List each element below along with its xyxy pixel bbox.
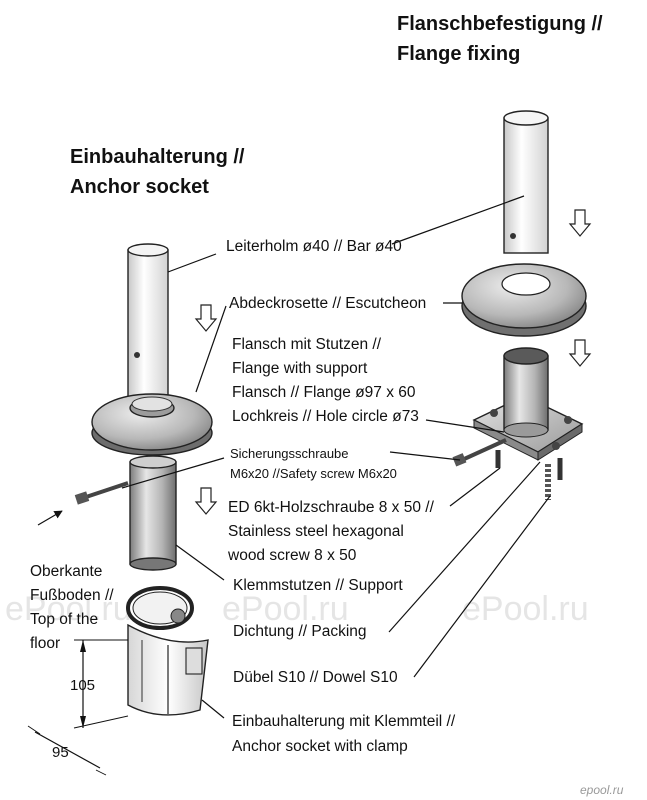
down-arrow-icon bbox=[194, 487, 218, 515]
bar-tube-left bbox=[127, 243, 169, 401]
label-wood-screw-line1: ED 6kt-Holzschraube 8 x 50 // bbox=[228, 499, 435, 516]
dimension-height-value: 105 bbox=[70, 677, 95, 694]
clamp-support-tube bbox=[129, 455, 177, 571]
flange-fixing-assembly bbox=[452, 110, 592, 500]
down-arrow-icon bbox=[568, 209, 592, 237]
watermark-text: ePool.ru bbox=[222, 590, 349, 628]
label-floor-line3: Top of the bbox=[30, 611, 98, 628]
safety-screw-left bbox=[74, 481, 129, 505]
flange-disc-left bbox=[91, 393, 213, 456]
site-logo: epool.ru bbox=[580, 783, 624, 797]
dimension-width: 95 bbox=[27, 725, 107, 776]
label-hole-circle: Lochkreis // Hole circle ø73 bbox=[232, 408, 419, 425]
label-floor-line4: floor bbox=[30, 635, 60, 652]
label-socket-line1: Einbauhalterung mit Klemmteil // bbox=[232, 713, 456, 730]
anchor-socket-body bbox=[126, 586, 209, 716]
anchor-socket-title-line1: Einbauhalterung // bbox=[70, 146, 245, 168]
label-socket-line2: Anchor socket with clamp bbox=[232, 738, 408, 755]
bar-tube-right bbox=[503, 110, 549, 254]
anchor-socket-assembly: 105 95 bbox=[27, 243, 218, 776]
label-flange-support-line2: Flange with support bbox=[232, 360, 368, 377]
label-flange-size: Flansch // Flange ø97 x 60 bbox=[232, 384, 416, 401]
flange-fixing-title-line1: Flanschbefestigung // bbox=[397, 13, 603, 35]
label-escutcheon: Abdeckrosette // Escutcheon bbox=[229, 295, 426, 312]
label-floor-line1: Oberkante bbox=[30, 563, 102, 580]
label-packing: Dichtung // Packing bbox=[233, 623, 367, 640]
label-dowel: Dübel S10 // Dowel S10 bbox=[233, 669, 398, 686]
label-wood-screw-line2: Stainless steel hexagonal bbox=[228, 523, 404, 540]
label-flange-support-line1: Flansch mit Stutzen // bbox=[232, 336, 382, 353]
insert-direction-arrow bbox=[37, 510, 63, 526]
label-safety-screw-line1: Sicherungsschraube bbox=[230, 446, 349, 461]
dimension-width-value: 95 bbox=[52, 744, 69, 761]
label-bar: Leiterholm ø40 // Bar ø40 bbox=[226, 238, 402, 255]
down-arrow-icon bbox=[194, 304, 218, 332]
label-wood-screw-line3: wood screw 8 x 50 bbox=[227, 547, 357, 564]
label-floor-line2: Fußboden // bbox=[30, 587, 114, 604]
dimension-height: 105 bbox=[70, 639, 129, 729]
flange-fixing-title-line2: Flange fixing bbox=[397, 43, 520, 65]
label-support: Klemmstutzen // Support bbox=[233, 577, 403, 594]
wood-screws-and-dowels bbox=[495, 450, 563, 500]
label-safety-screw-line2: M6x20 //Safety screw M6x20 bbox=[230, 466, 397, 481]
escutcheon-disc bbox=[461, 263, 587, 337]
leader-lines bbox=[121, 195, 551, 719]
anchor-socket-title-line2: Anchor socket bbox=[70, 176, 209, 198]
watermark-text: ePool.ru bbox=[462, 590, 589, 628]
flange-plate-with-support bbox=[472, 347, 584, 461]
down-arrow-icon bbox=[568, 339, 592, 367]
watermark-text: ePool.ru bbox=[5, 590, 132, 628]
